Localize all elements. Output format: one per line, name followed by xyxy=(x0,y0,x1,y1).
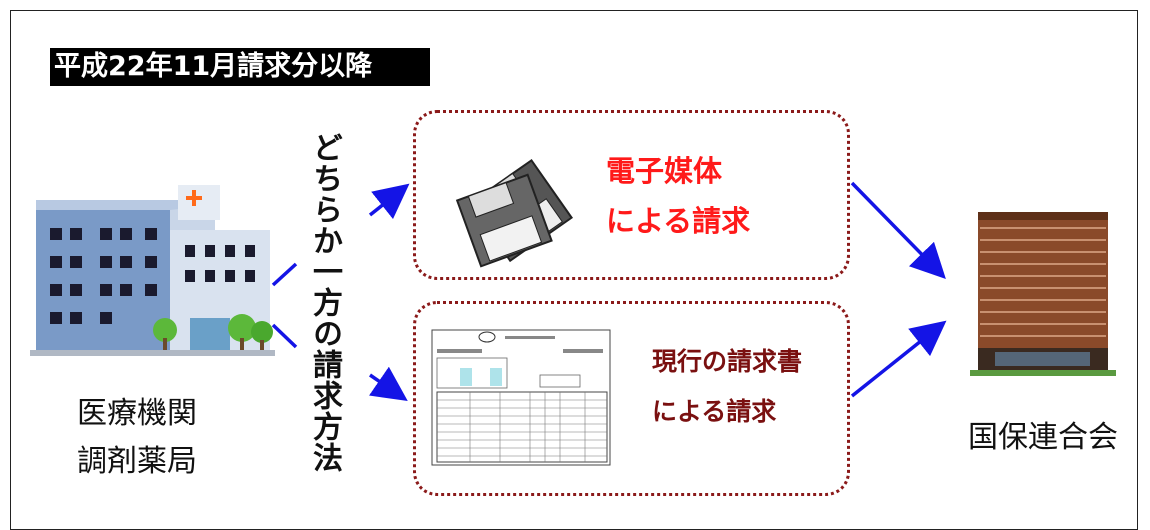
header-title: 平成22年11月請求分以降 xyxy=(50,48,430,86)
kokuho-caption: 国保連合会 xyxy=(968,420,1118,455)
electronic-claim-box xyxy=(413,110,850,280)
arrow-to-paper xyxy=(369,366,408,401)
paper-label-line2: による請求 xyxy=(652,397,777,426)
diagram-graphics xyxy=(30,158,1116,466)
electronic-label-line1: 電子媒体 xyxy=(606,154,723,188)
hospital-icon xyxy=(30,185,275,356)
paper-claim-box xyxy=(413,301,850,496)
paper-label-line1: 現行の請求書 xyxy=(652,347,803,376)
arrow-electronic-to-kokuho xyxy=(850,181,946,280)
choice-method-text: どちらか一方の請求方法 xyxy=(307,132,342,473)
arrow-hospital-lower xyxy=(271,323,298,349)
claim-form-icon xyxy=(431,329,611,466)
flow-arrows xyxy=(271,181,947,401)
hospital-caption-line2: 調剤薬局 xyxy=(77,444,197,479)
arrow-paper-to-kokuho xyxy=(850,320,947,398)
floppy-disks-icon xyxy=(455,158,574,268)
electronic-label-line2: による請求 xyxy=(606,204,751,238)
arrow-hospital-upper xyxy=(271,262,298,287)
office-tower-icon xyxy=(970,212,1116,376)
arrow-to-electronic xyxy=(368,183,410,220)
hospital-caption-line1: 医療機関 xyxy=(77,396,197,431)
